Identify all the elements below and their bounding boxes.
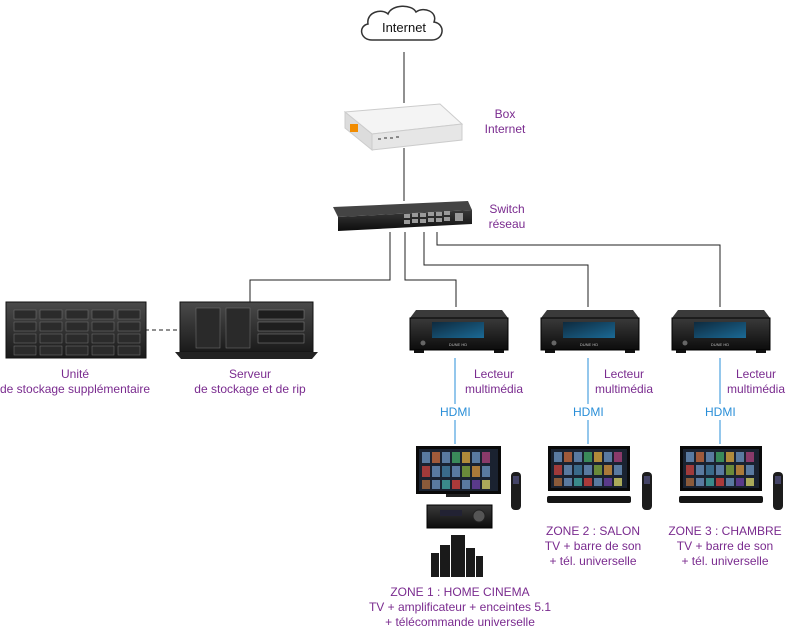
media-player-icon-3: DUNE HD — [671, 310, 771, 353]
media-player-label-3: Lecteur multimédia — [726, 367, 786, 396]
box-orange-logo — [350, 124, 358, 132]
tv-icon-3 — [680, 446, 762, 491]
player-brand-3: DUNE HD — [711, 342, 729, 347]
server-icon — [175, 301, 318, 359]
media-player-icon-2: DUNE HD — [540, 310, 640, 353]
soundbar-icon-2 — [547, 496, 631, 503]
hdmi-label-1: HDMI — [440, 405, 471, 419]
network-switch-icon — [333, 201, 472, 231]
player-brand-1: DUNE HD — [449, 342, 467, 347]
storage-unit-label: Unité de stockage supplémentaire — [0, 367, 151, 396]
tv-icon-2 — [548, 446, 630, 491]
zone1-label: ZONE 1 : HOME CINEMA TV + amplificateur … — [368, 585, 552, 629]
media-player-label-1: Lecteur multimédia — [464, 367, 524, 396]
tv-icon-1 — [416, 446, 501, 497]
remote-icon-2 — [642, 472, 652, 510]
hdmi-label-2: HDMI — [573, 405, 604, 419]
remote-icon-1 — [511, 472, 521, 510]
media-player-label-2: Lecteur multimédia — [594, 367, 654, 396]
soundbar-icon-3 — [679, 496, 763, 503]
zone2-label: ZONE 2 : SALON TV + barre de son + tél. … — [544, 524, 642, 568]
media-player-icon-1: DUNE HD — [409, 310, 509, 353]
hdmi-lines — [454, 358, 721, 444]
box-internet-label: Box Internet — [484, 107, 526, 136]
connection-lines — [145, 52, 721, 331]
internet-box-icon — [343, 103, 464, 152]
zone3-label: ZONE 3 : CHAMBRE TV + barre de son + tél… — [668, 524, 782, 568]
switch-label: Switch réseau — [488, 202, 526, 231]
server-label: Serveur de stockage et de rip — [194, 367, 306, 396]
storage-unit-icon — [5, 301, 147, 359]
amplifier-icon — [426, 504, 493, 529]
internet-cloud: Internet — [360, 5, 443, 41]
internet-label: Internet — [382, 20, 426, 35]
speakers-icon — [431, 535, 483, 577]
hdmi-label-3: HDMI — [705, 405, 736, 419]
player-brand-2: DUNE HD — [580, 342, 598, 347]
remote-icon-3 — [773, 472, 783, 510]
